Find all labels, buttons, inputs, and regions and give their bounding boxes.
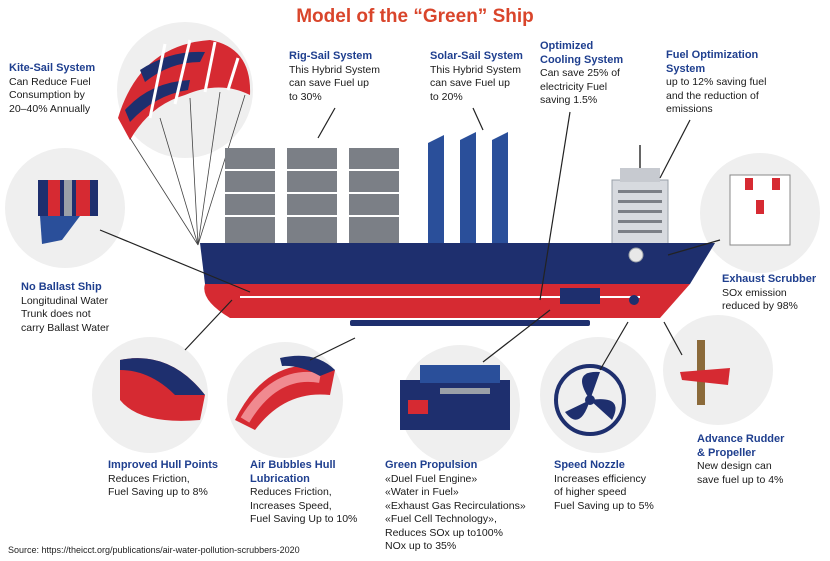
hull-heading: Improved Hull Points: [108, 459, 219, 471]
label-rig-sail: Rig-Sail System This Hybrid System can s…: [289, 50, 409, 104]
rig-heading: Rig-Sail System: [289, 50, 373, 62]
source-credit: Source: https://theicct.org/publications…: [8, 545, 300, 555]
air-bubble-strip: [350, 320, 590, 326]
ballast-heading: No Ballast Ship: [21, 281, 102, 293]
engine-icon: [400, 365, 510, 430]
bubbles-desc: Reduces Friction, Increases Speed, Fuel …: [250, 486, 358, 525]
fuel-opt-desc: up to 12% saving fuel and the reduction …: [666, 76, 767, 115]
bridge-tower: [611, 145, 669, 249]
ballast-icon: [38, 180, 98, 244]
bubbles-heading: Air Bubbles Hull Lubrication: [250, 459, 336, 485]
ballast-desc: Longitudinal Water Trunk does not carry …: [21, 294, 110, 334]
label-hull-points: Improved Hull Points Reduces Friction, F…: [108, 459, 233, 500]
solar-sails: [428, 132, 508, 243]
scrubber-heading: Exhaust Scrubber: [722, 273, 817, 285]
air-bubble-hull-icon: [235, 355, 335, 430]
propulsion-heading: Green Propulsion: [385, 459, 478, 471]
label-speed-nozzle: Speed Nozzle Increases efficiency of hig…: [554, 459, 674, 513]
label-green-propulsion: Green Propulsion «Duel Fuel Engine» «Wat…: [385, 459, 545, 554]
kite-desc: Can Reduce Fuel Consumption by 20–40% An…: [9, 75, 91, 115]
label-kite-sail: Kite-Sail System Can Reduce Fuel Consump…: [9, 62, 119, 116]
solar-desc: This Hybrid System can save Fuel up to 2…: [430, 63, 522, 103]
cooling-heading: Optimized Cooling System: [540, 40, 624, 66]
kite-sail-icon: [118, 39, 251, 246]
label-cooling: Optimized Cooling System Can save 25% of…: [540, 40, 640, 108]
label-fuel-optimization: Fuel Optimization System up to 12% savin…: [666, 49, 796, 117]
rig-desc: This Hybrid System can save Fuel up to 3…: [289, 63, 381, 103]
scrubber-desc: SOx emission reduced by 98%: [722, 286, 798, 313]
label-solar-sail: Solar-Sail System This Hybrid System can…: [430, 50, 540, 104]
label-air-bubbles: Air Bubbles Hull Lubrication Reduces Fri…: [250, 459, 375, 527]
nozzle-circle: [540, 337, 656, 453]
diagram-title: Model of the “Green” Ship: [296, 6, 534, 27]
rudder-heading: Advance Rudder & Propeller: [697, 433, 785, 459]
scrubber-icon: [729, 174, 791, 246]
ship-hull: [200, 243, 715, 318]
nozzle-heading: Speed Nozzle: [554, 459, 625, 471]
kite-heading: Kite-Sail System: [9, 62, 96, 74]
rudder-desc: New design can save fuel up to 4%: [697, 460, 784, 486]
solar-heading: Solar-Sail System: [430, 50, 523, 62]
rig-sails: [225, 148, 399, 243]
nozzle-desc: Increases efficiency of higher speed Fue…: [554, 472, 654, 512]
fuel-opt-heading: Fuel Optimization System: [666, 49, 759, 75]
leader-lines: [99, 107, 721, 371]
cooling-desc: Can save 25% of electricity Fuel saving …: [540, 67, 620, 106]
hull-desc: Reduces Friction, Fuel Saving up to 8%: [108, 472, 208, 499]
nozzle-icon: [554, 364, 626, 436]
label-exhaust-scrubber: Exhaust Scrubber SOx emission reduced by…: [722, 273, 827, 314]
label-no-ballast: No Ballast Ship Longitudinal Water Trunk…: [21, 281, 141, 335]
propulsion-desc: «Duel Fuel Engine» «Water in Fuel» «Exha…: [385, 472, 526, 553]
hull-bow-icon: [120, 358, 205, 421]
rudder-icon: [680, 340, 730, 405]
label-rudder-propeller: Advance Rudder & Propeller New design ca…: [697, 433, 817, 487]
